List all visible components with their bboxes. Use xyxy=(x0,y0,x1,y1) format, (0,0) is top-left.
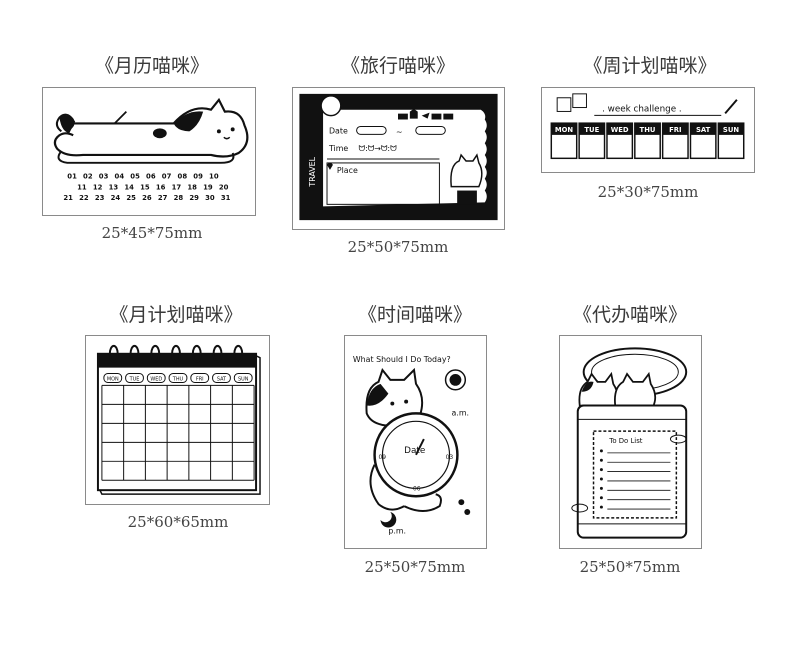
weekday-label: WED xyxy=(611,126,629,134)
week-challenge-heading: . week challenge . xyxy=(602,104,682,114)
todo-list-title: To Do List xyxy=(608,437,642,445)
place-field-label: Place xyxy=(337,166,358,175)
am-label: a.m. xyxy=(451,408,469,417)
weekday-label: MON xyxy=(555,126,574,134)
calendar-number: 20 xyxy=(219,183,229,191)
calendar-number: 24 xyxy=(111,194,121,202)
binder-ring xyxy=(171,344,181,363)
binder-rings xyxy=(108,344,244,363)
todo-checklist xyxy=(599,449,671,510)
weekday-label: SUN xyxy=(723,126,739,134)
binder-ring xyxy=(233,344,244,363)
binder-ring xyxy=(191,344,202,363)
weekly-plan-illustration: . week challenge . MON TUE WED THU FRI SAT SUN xyxy=(550,93,745,160)
calendar-number: 01 xyxy=(67,173,77,181)
today-question: What Should I Do Today? xyxy=(353,355,451,364)
binder-ring xyxy=(150,344,161,363)
calendar-number: 31 xyxy=(221,194,231,202)
calendar-number: 26 xyxy=(142,194,152,202)
product-title: 《旅行喵咪》 xyxy=(340,55,455,77)
stamp-card-time-cat[interactable]: What Should I Do Today? Date 09 03 06 a.… xyxy=(344,335,487,549)
calendar-number: 25 xyxy=(126,194,136,202)
product-size: 25*30*75mm xyxy=(597,183,699,201)
calendar-number: 22 xyxy=(79,194,89,202)
calendar-number-grid: 01 02 03 04 05 06 07 08 09 10 11 12 13 14 15 16 17 18 19 20… xyxy=(63,173,230,203)
weekday-row: MON TUE WED THU FRI SAT SUN xyxy=(550,122,745,160)
calendar-number: 04 xyxy=(115,173,125,181)
product-title: 《时间喵咪》 xyxy=(357,304,472,326)
stamp-card-todo-cat[interactable]: To Do List xyxy=(559,335,702,549)
time-cat-illustration: What Should I Do Today? Date 09 03 06 a.… xyxy=(353,355,471,536)
svg-text:ᗢ:ᗢ→ᗢ:ᗢ: ᗢ:ᗢ→ᗢ:ᗢ xyxy=(359,144,398,153)
calendar-number: 29 xyxy=(189,194,199,202)
pm-label: p.m. xyxy=(388,527,406,536)
product-size: 25*60*65mm xyxy=(127,513,229,531)
calendar-number: 07 xyxy=(162,173,172,181)
todo-can-illustration: To Do List xyxy=(571,347,688,539)
product-title: 《周计划喵咪》 xyxy=(583,55,717,77)
calendar-number: 23 xyxy=(95,194,105,202)
calendar-cat-illustration: 01 02 03 04 05 06 07 08 09 10 11 12 13 14 15 16 17 18 19 20… xyxy=(53,97,249,203)
calendar-number: 27 xyxy=(158,194,168,202)
month-weekday-label: WED xyxy=(150,376,162,382)
product-title: 《月历喵咪》 xyxy=(94,55,209,77)
stamp-card-monthly-plan-cat[interactable]: MON TUE WED THU FRI SAT SUN xyxy=(85,335,270,505)
calendar-number: 30 xyxy=(205,194,215,202)
travel-ticket-illustration: TRAVEL Date ~ Time ᗢ:ᗢ→ᗢ:ᗢ Place xyxy=(299,93,498,221)
stamp-card-weekly-plan-cat[interactable]: . week challenge . MON TUE WED THU FRI SAT SUN xyxy=(541,87,755,173)
stamp-card-travel-cat[interactable]: TRAVEL Date ~ Time ᗢ:ᗢ→ᗢ:ᗢ Place xyxy=(292,87,505,230)
month-weekday-row: MON TUE WED THU FRI SAT SUN xyxy=(103,373,253,383)
calendar-number: 15 xyxy=(140,183,150,191)
date-field-label: Date xyxy=(329,126,348,135)
clock-date-label: Date xyxy=(404,446,425,456)
calendar-number: 18 xyxy=(187,183,197,191)
tilde-separator: ~ xyxy=(396,127,403,136)
calendar-number: 16 xyxy=(156,183,166,191)
binder-ring xyxy=(108,344,119,363)
calendar-number: 13 xyxy=(109,183,119,191)
calendar-number: 28 xyxy=(174,194,184,202)
month-weekday-label: THU xyxy=(172,376,184,382)
weekday-label: SAT xyxy=(696,126,711,134)
calendar-number: 12 xyxy=(93,183,103,191)
weekday-label: FRI xyxy=(669,126,681,134)
clock-number-3: 03 xyxy=(446,455,454,461)
calendar-number: 08 xyxy=(178,173,188,181)
calendar-number: 05 xyxy=(130,173,140,181)
month-weekday-label: MON xyxy=(107,376,119,382)
binder-ring xyxy=(212,344,223,363)
stamp-card-monthly-calendar-cat[interactable]: 01 02 03 04 05 06 07 08 09 10 11 12 13 14 15 16 17 18 19 20… xyxy=(42,87,256,216)
month-weekday-label: TUE xyxy=(129,376,140,382)
product-size: 25*50*75mm xyxy=(347,238,449,256)
calendar-number: 21 xyxy=(63,194,73,202)
calendar-number: 06 xyxy=(146,173,156,181)
product-size: 25*50*75mm xyxy=(579,558,681,576)
binder-ring xyxy=(129,344,140,363)
product-title: 《代办喵咪》 xyxy=(572,304,687,326)
month-weekday-label: SAT xyxy=(217,376,227,382)
month-weekday-label: FRI xyxy=(196,376,204,382)
weekday-label: THU xyxy=(640,126,656,134)
calendar-number: 14 xyxy=(124,183,134,191)
calendar-number: 09 xyxy=(193,173,203,181)
clock-number-6: 06 xyxy=(413,486,421,492)
month-weekday-label: SUN xyxy=(238,376,249,382)
product-size: 25*50*75mm xyxy=(364,558,466,576)
product-size: 25*45*75mm xyxy=(101,224,203,242)
product-title: 《月计划喵咪》 xyxy=(109,304,243,326)
monthly-plan-illustration: MON TUE WED THU FRI SAT SUN xyxy=(96,344,261,495)
time-field-label: Time xyxy=(328,144,348,153)
calendar-number: 19 xyxy=(203,183,213,191)
weekday-label: TUE xyxy=(584,126,599,134)
travel-side-label: TRAVEL xyxy=(308,156,317,187)
clock-number-9: 09 xyxy=(379,455,387,461)
month-calendar-grid xyxy=(101,384,255,481)
calendar-number: 03 xyxy=(99,173,109,181)
calendar-number: 11 xyxy=(77,183,87,191)
calendar-number: 10 xyxy=(209,173,219,181)
calendar-number: 02 xyxy=(83,173,93,181)
calendar-number: 17 xyxy=(172,183,182,191)
